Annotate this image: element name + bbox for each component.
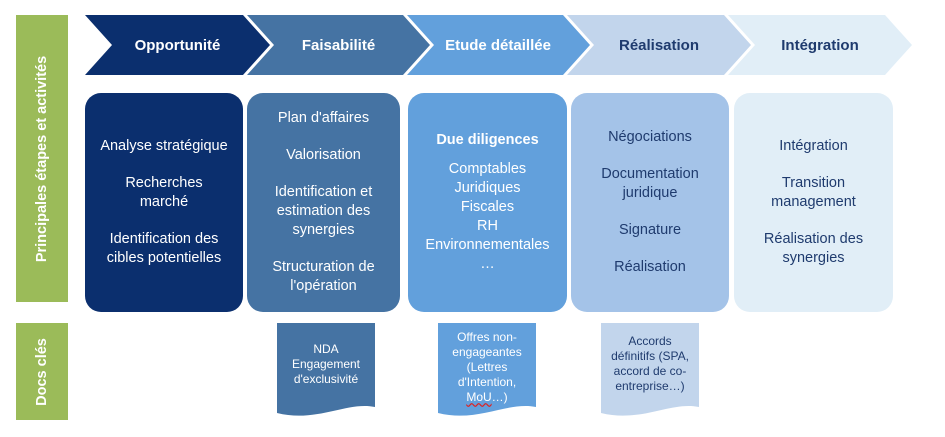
activity-item: Identification des cibles potentielles (106, 231, 222, 266)
activity-item: Réalisation des synergies (763, 231, 864, 266)
activity-item: Documentation juridique (601, 166, 699, 201)
chevron-integration (728, 15, 912, 75)
doc-line: engageantes (452, 344, 522, 359)
spellcheck-word: MoU (466, 389, 492, 404)
chevron-realisation (567, 15, 751, 75)
activity-item: Valorisation (286, 147, 361, 163)
activity-heading: Due diligences (436, 132, 539, 148)
doc-faisabilite: NDA Engagement d'exclusivité (277, 323, 375, 420)
document-shape-icon (601, 323, 699, 416)
activity-item: Négociations (608, 129, 692, 145)
activity-item: Signature (618, 222, 682, 238)
stage-faisabilite: Faisabilité (274, 15, 403, 75)
stage-label: Réalisation (618, 36, 700, 54)
stage-realisation: Réalisation (594, 15, 724, 75)
doc-line: MoU…) (466, 390, 507, 405)
section-label-docs: Docs clés (16, 323, 68, 420)
document-shape-icon (277, 323, 375, 416)
section-label-docs-text: Docs clés (34, 337, 50, 406)
activity-sublist: Comptables Juridiques Fiscales RH Enviro… (425, 161, 550, 272)
activity-item: Réalisation (614, 259, 686, 275)
activities-integration: Intégration Transition management Réalis… (734, 93, 893, 312)
activities-faisabilite: Plan d'affaires Valorisation Identificat… (247, 93, 400, 312)
activity-item: Recherches marché (125, 175, 203, 210)
doc-text: NDA Engagement d'exclusivité (291, 341, 361, 386)
stage-label: Etude détaillée (445, 36, 551, 54)
activity-item: Analyse stratégique (100, 138, 228, 154)
chevron-faisabilite (247, 15, 430, 75)
activities-etude: Due diligences Comptables Juridiques Fis… (408, 93, 567, 312)
stage-label: Faisabilité (301, 36, 376, 54)
activity-item: Structuration de l'opération (272, 259, 375, 294)
doc-line: (Lettres (466, 359, 508, 374)
stage-opportunite: Opportunité (112, 15, 243, 75)
doc-line: d'Intention, (457, 374, 517, 389)
stage-label: Opportunité (134, 36, 221, 54)
doc-line: Offres non- (457, 329, 517, 344)
doc-etude: Offres non- engageantes (Lettres d'Inten… (438, 323, 536, 420)
stage-label: Intégration (781, 36, 859, 54)
activities-opportunite: Analyse stratégique Recherches marché Id… (85, 93, 243, 312)
doc-text: Accords définitifs (SPA, accord de co- e… (611, 334, 689, 393)
doc-realisation: Accords définitifs (SPA, accord de co- e… (601, 323, 699, 420)
stage-etude: Etude détaillée (430, 15, 566, 75)
stage-chevrons (85, 15, 912, 75)
doc-line-end: …) (491, 389, 508, 404)
activity-item: Identification et estimation des synergi… (274, 184, 373, 238)
doc-text: Offres non- engageantes (Lettres d'Inten… (438, 323, 536, 411)
section-label-activities: Principales étapes et activités (16, 15, 68, 302)
activities-realisation: Négociations Documentation juridique Sig… (571, 93, 729, 312)
chevron-opportunite (85, 15, 270, 75)
activity-item: Plan d'affaires (277, 110, 370, 126)
activity-item: Transition management (771, 175, 856, 210)
stage-integration: Intégration (755, 15, 885, 75)
activity-item: Intégration (779, 138, 848, 154)
chevron-etude (407, 15, 590, 75)
document-shape-icon (438, 323, 536, 416)
